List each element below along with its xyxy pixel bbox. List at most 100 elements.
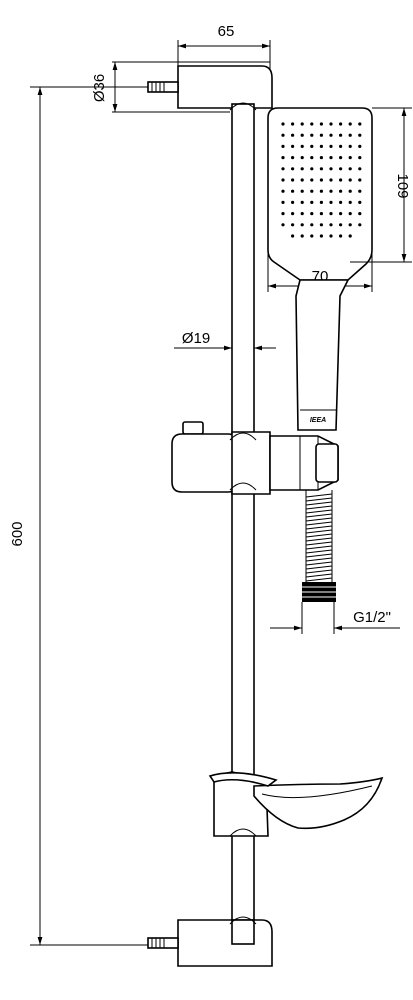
nozzle (329, 144, 333, 148)
hose-coil (305, 549, 333, 554)
nozzle (348, 144, 352, 148)
nozzle (281, 189, 285, 193)
nozzle (310, 212, 314, 216)
nozzle (358, 167, 362, 171)
nozzle (310, 122, 314, 126)
nozzle (291, 133, 295, 137)
nozzle (281, 156, 285, 160)
nozzle (300, 212, 304, 216)
nozzle (348, 223, 352, 227)
hose-coils (305, 493, 333, 582)
nozzle (329, 122, 333, 126)
nozzle (358, 178, 362, 182)
nozzle (300, 234, 304, 238)
nozzle (291, 156, 295, 160)
nozzle (319, 178, 323, 182)
nozzle (300, 178, 304, 182)
nozzle (310, 200, 314, 204)
nozzle (339, 156, 343, 160)
nozzle-grid (281, 122, 362, 238)
nozzle (281, 122, 285, 126)
dimension-600: 600 (9, 86, 230, 946)
nozzle (310, 234, 314, 238)
nozzle (310, 133, 314, 137)
nozzle (339, 223, 343, 227)
nozzle (329, 212, 333, 216)
nozzle (339, 178, 343, 182)
slider-holder (171, 421, 339, 495)
nozzle (300, 223, 304, 227)
dimension-109-label: 109 (394, 173, 411, 198)
dimension-thread-label: G1/2" (353, 609, 391, 626)
nozzle (291, 212, 295, 216)
nozzle (291, 223, 295, 227)
hose-coil (305, 569, 333, 574)
hose-coil (305, 553, 333, 558)
nozzle (291, 189, 295, 193)
dimension-thread: G1/2" (270, 602, 400, 634)
nozzle (358, 223, 362, 227)
nozzle (281, 178, 285, 182)
dimension-diameter-36-label: Ø36 (91, 74, 108, 102)
nozzle (339, 122, 343, 126)
nozzle (300, 200, 304, 204)
nozzle (348, 200, 352, 204)
nozzle (310, 156, 314, 160)
nozzle (339, 200, 343, 204)
nozzle (291, 144, 295, 148)
dimension-109: 109 (350, 107, 412, 263)
nozzle (329, 133, 333, 137)
hose-coil (305, 525, 333, 530)
nozzle (300, 156, 304, 160)
nozzle (358, 156, 362, 160)
nozzle (329, 167, 333, 171)
nozzle (358, 144, 362, 148)
dimension-65-label: 65 (218, 23, 235, 40)
nozzle (339, 212, 343, 216)
nozzle (358, 200, 362, 204)
nozzle (300, 133, 304, 137)
nozzle (329, 200, 333, 204)
hose-coil (305, 537, 333, 542)
nozzle (319, 223, 323, 227)
nozzle (319, 212, 323, 216)
nozzle (319, 189, 323, 193)
nozzle (310, 167, 314, 171)
nozzle (291, 122, 295, 126)
nozzle (339, 234, 343, 238)
hose-coil (305, 517, 333, 522)
dimension-diameter-19-label: Ø19 (182, 330, 210, 347)
nozzle (348, 212, 352, 216)
hose-coil (305, 545, 333, 550)
nozzle (310, 144, 314, 148)
hose-coil (305, 561, 333, 566)
nozzle (339, 133, 343, 137)
hose-coil (305, 493, 333, 498)
nozzle (358, 133, 362, 137)
hose-coil (305, 533, 333, 538)
nozzle (329, 178, 333, 182)
nozzle (348, 178, 352, 182)
nozzle (348, 234, 352, 238)
hose-coil (305, 529, 333, 534)
bottom-wall-bracket (147, 916, 273, 967)
nozzle (348, 122, 352, 126)
nozzle (348, 133, 352, 137)
nozzle (310, 189, 314, 193)
nozzle (339, 144, 343, 148)
hose-coil (305, 497, 333, 502)
nozzle (281, 200, 285, 204)
nozzle (329, 234, 333, 238)
dimension-diameter-19: Ø19 (174, 330, 276, 351)
nozzle (291, 178, 295, 182)
nozzle (319, 200, 323, 204)
nozzle (358, 189, 362, 193)
hose-coil (305, 509, 333, 514)
nozzle (348, 189, 352, 193)
nozzle (291, 200, 295, 204)
nozzle (291, 167, 295, 171)
nozzle (300, 122, 304, 126)
dimension-65: 65 (177, 23, 271, 96)
top-wall-bracket (147, 65, 273, 109)
hose-coil (305, 501, 333, 506)
